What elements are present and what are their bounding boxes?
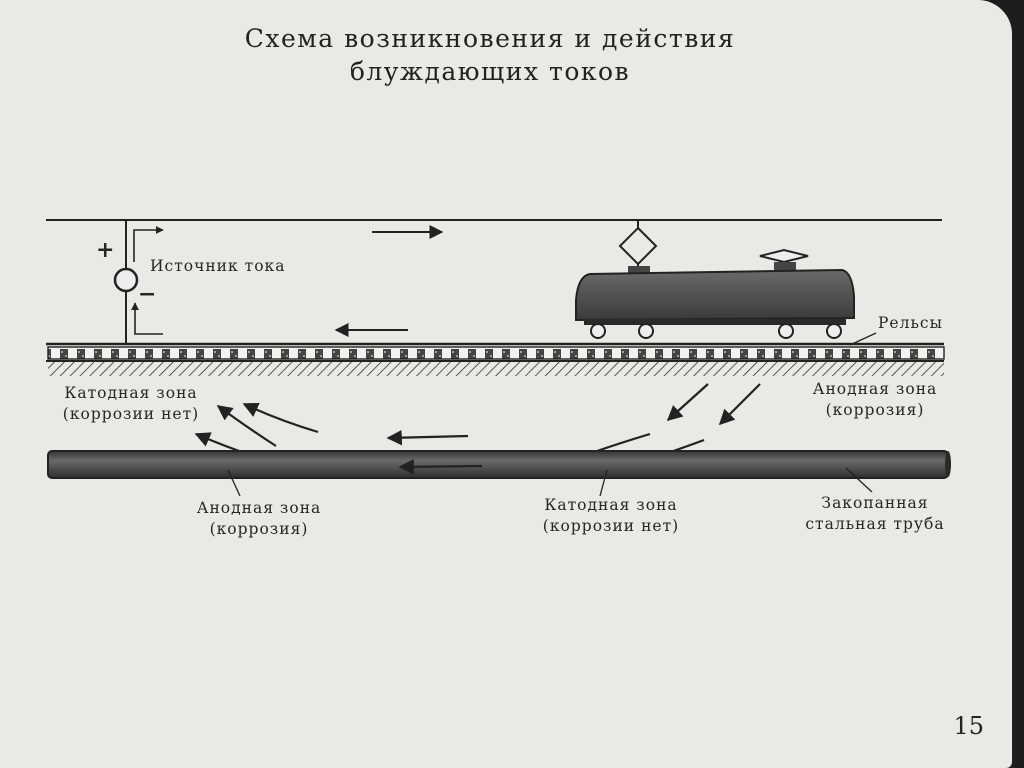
current-source — [113, 220, 164, 344]
pipe-current-arrow — [398, 459, 483, 475]
anode-zone-right-line2: (коррозия) — [825, 401, 925, 419]
steel-pipe — [47, 450, 951, 479]
title-line-2: блуждающих токов — [349, 57, 631, 86]
electric-locomotive — [575, 220, 855, 339]
buried-pipe-line1: Закопанная — [821, 494, 929, 512]
anode-zone-bottom-line2: (коррозия) — [209, 520, 309, 538]
anode-zone-bottom-line1: Анодная зона — [196, 499, 322, 517]
cathode-zone-bottom-line1: Катодная зона — [544, 496, 678, 514]
pipe-leader — [845, 467, 873, 493]
anode-zone-right-label: Анодная зона (коррозия) — [790, 379, 960, 421]
current-source-label: Источник тока — [150, 257, 286, 275]
rails-leader-line — [849, 332, 877, 346]
rails-track — [46, 342, 945, 376]
rails-label: Рельсы — [878, 314, 943, 332]
plus-sign: + — [96, 237, 116, 263]
diagram-title: Схема возникновения и действия блуждающи… — [0, 22, 980, 88]
cathode-zone-left-line1: Катодная зона — [64, 384, 198, 402]
minus-sign: − — [138, 281, 158, 307]
anode-zone-bottom-label: Анодная зона (коррозия) — [174, 498, 344, 540]
cathode-zone-left-label: Катодная зона (коррозии нет) — [46, 383, 216, 425]
buried-pipe-line2: стальная труба — [805, 515, 945, 533]
buried-pipe-label: Закопанная стальная труба — [790, 493, 960, 535]
page-number: 15 — [953, 712, 984, 740]
cathode-zone-left-line2: (коррозии нет) — [62, 405, 200, 423]
anode-zone-right-line1: Анодная зона — [812, 380, 938, 398]
cathode-zone-bottom-line2: (коррозии нет) — [542, 517, 680, 535]
cathode-bottom-leader — [599, 469, 608, 497]
cathode-zone-bottom-label: Катодная зона (коррозии нет) — [526, 495, 696, 537]
title-line-1: Схема возникновения и действия — [244, 24, 736, 53]
anode-bottom-leader — [227, 469, 241, 497]
